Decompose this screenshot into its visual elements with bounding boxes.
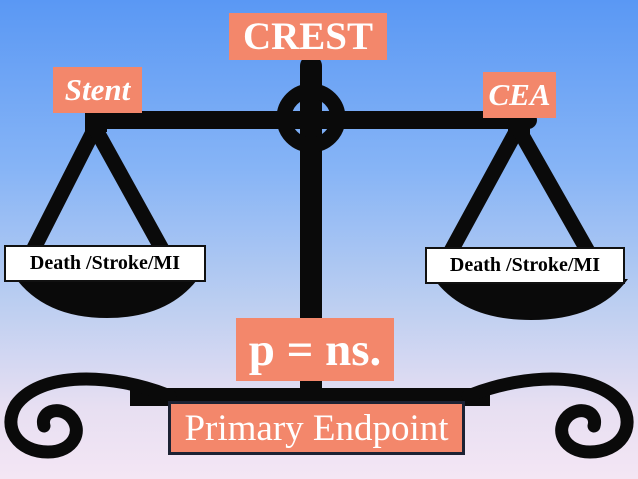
left-arm-outcome: Death /Stroke/MI (4, 245, 206, 282)
trial-title: CREST (229, 13, 387, 60)
left-pan (14, 276, 200, 318)
left-scroll-foot (4, 372, 177, 459)
left-arm-label: Stent (53, 67, 142, 113)
right-arm-outcome: Death /Stroke/MI (425, 247, 625, 284)
right-scroll-foot (461, 372, 634, 459)
left-hanger-block (85, 110, 107, 132)
left-hanger-a (20, 120, 103, 268)
primary-endpoint-label: Primary Endpoint (168, 401, 465, 455)
right-hanger-a (437, 120, 526, 270)
p-value-result: p = ns. (236, 318, 394, 381)
right-pan (434, 279, 628, 320)
left-hanger-b (87, 120, 176, 268)
scale-hub (276, 83, 346, 153)
right-arm-label: CEA (483, 72, 556, 118)
right-hanger-b (510, 120, 602, 270)
